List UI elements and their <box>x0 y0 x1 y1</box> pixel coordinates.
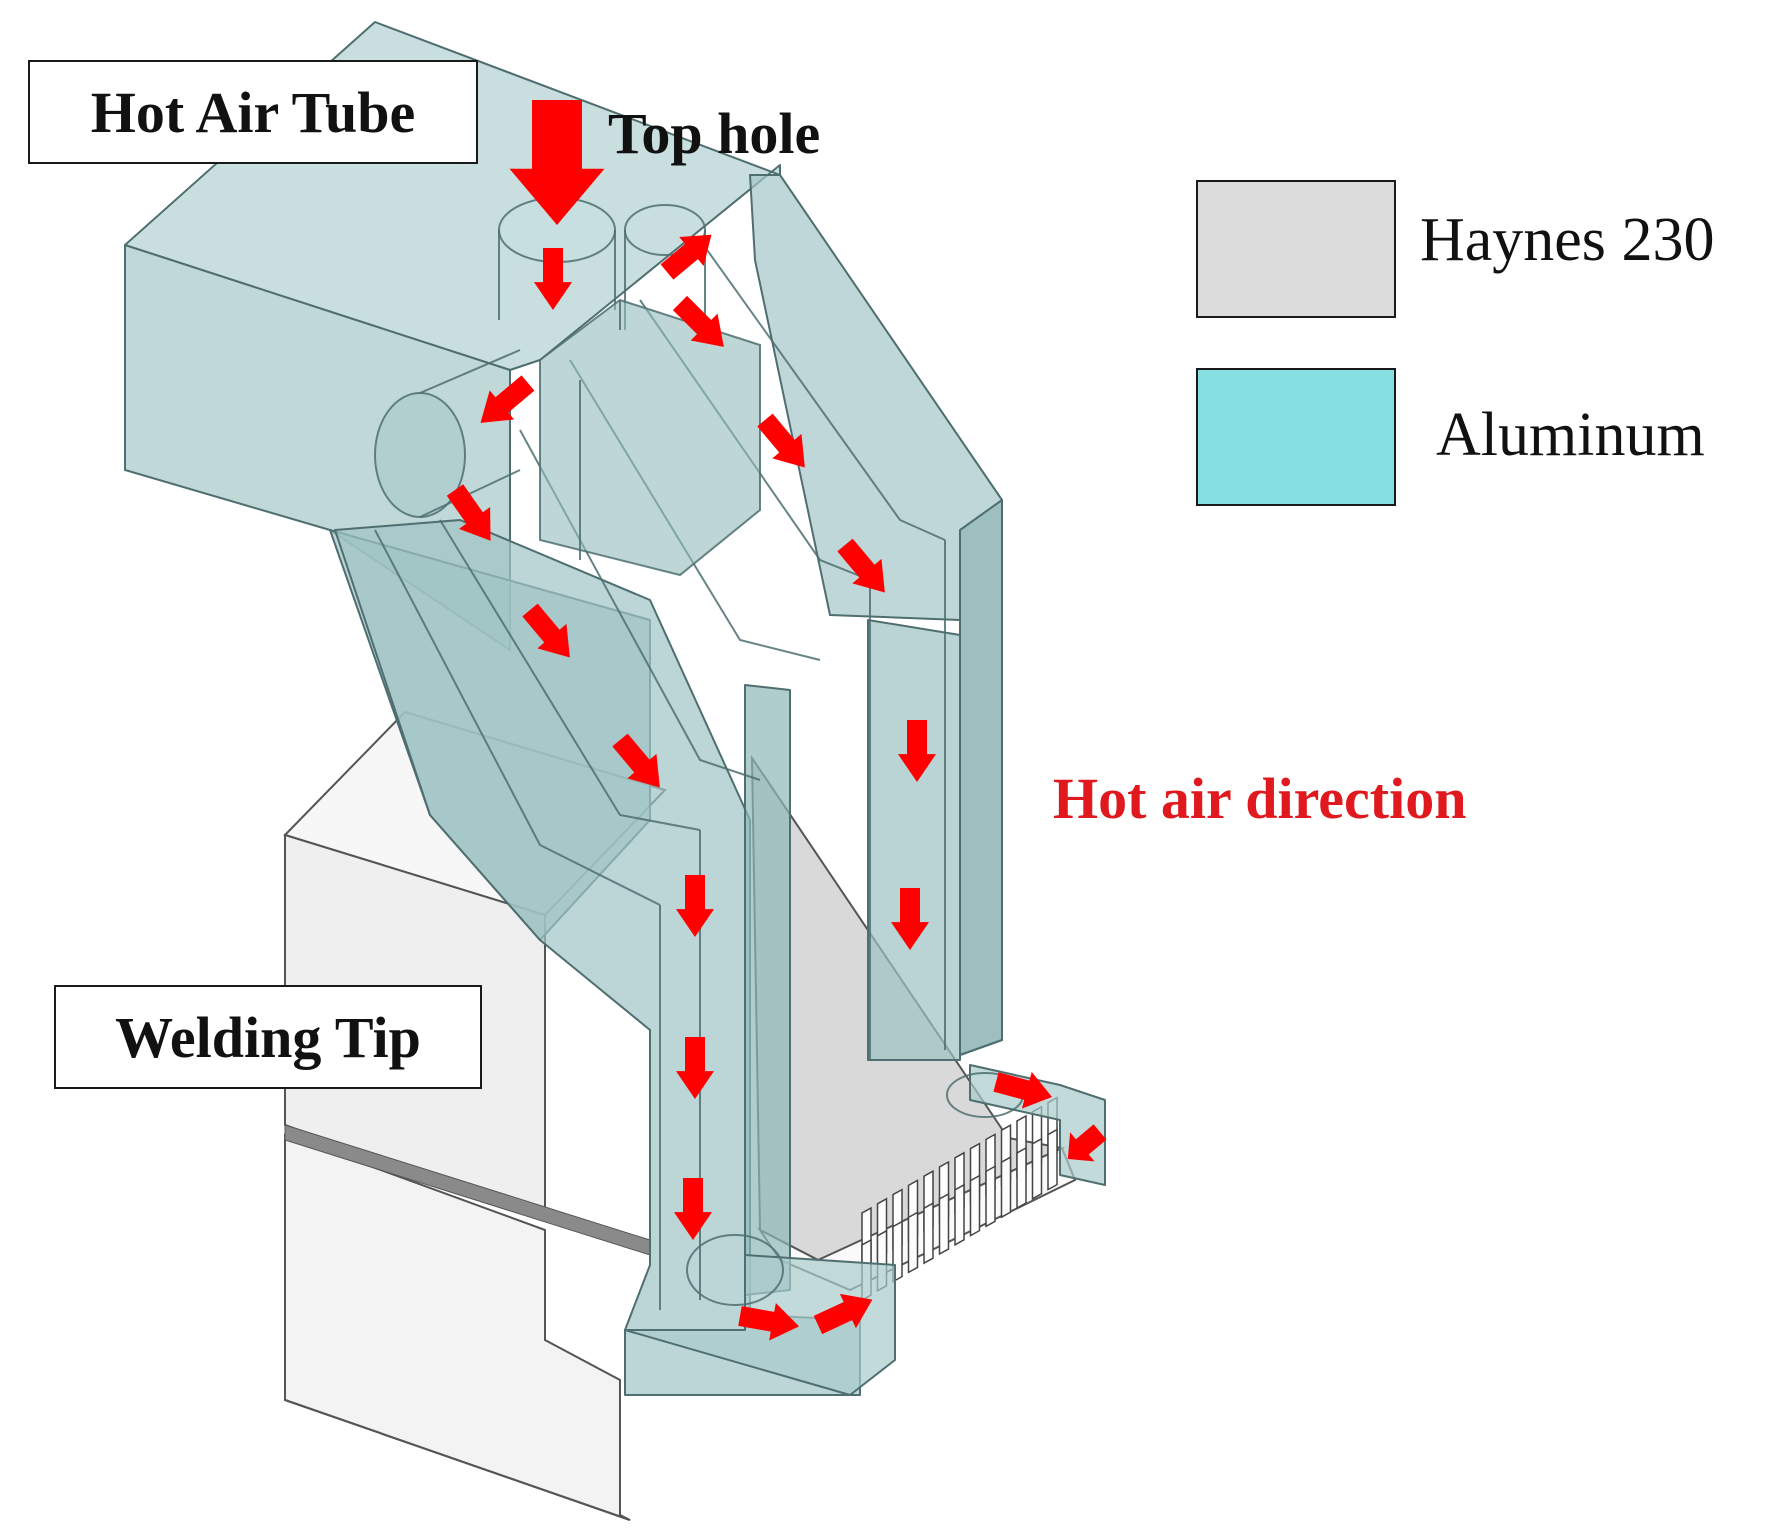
tube-right-channel <box>867 619 961 1061</box>
top-hole-label: Top hole <box>608 101 821 166</box>
tip-fin <box>1047 1128 1058 1191</box>
tip-fin <box>923 1201 934 1265</box>
flow-arrow-outlet-bottom-2-icon <box>813 1293 873 1335</box>
legend-swatch-aluminum <box>1196 368 1396 506</box>
hot-air-tube-label: Hot Air Tube <box>90 79 416 145</box>
tip-fin <box>1000 1155 1012 1219</box>
legend-label-haynes: Haynes 230 <box>1420 206 1715 274</box>
legend-label-aluminum: Aluminum <box>1436 401 1705 469</box>
hot-air-flow-arrows <box>446 100 1107 1341</box>
flow-arrow-outlet-right-1-icon <box>993 1071 1053 1109</box>
flow-arrow-diag-right-1-icon <box>757 413 805 468</box>
hot-air-direction-label: Hot air direction <box>1053 766 1467 831</box>
flow-arrow-diag-left-1-icon <box>522 603 570 658</box>
legend-swatch-haynes <box>1196 180 1396 318</box>
tube-right-chute-side <box>959 499 1003 1056</box>
welding-tip-callout: Welding Tip <box>54 985 482 1089</box>
tip-fin <box>938 1192 950 1256</box>
flow-arrow-right-down-2-icon <box>891 888 929 950</box>
flow-arrow-down-right-1-icon <box>672 295 724 347</box>
tip-fin <box>1031 1137 1043 1201</box>
tube-left-chute <box>334 519 861 1396</box>
flow-arrow-down-left-icon <box>480 375 535 423</box>
tip-fin <box>954 1183 965 1247</box>
flow-arrow-right-down-1-icon <box>898 720 936 782</box>
tip-fin <box>907 1211 919 1274</box>
tip-fin <box>1016 1146 1027 1210</box>
flow-arrow-left-down-1-icon <box>676 875 714 937</box>
flow-arrow-outlet-right-2-icon <box>1067 1124 1107 1162</box>
flow-arrow-outlet-bottom-1-icon <box>738 1303 800 1341</box>
flow-arrow-left-down-2-icon <box>676 1037 714 1099</box>
tip-fin <box>985 1165 996 1228</box>
flow-arrow-left-down-3-icon <box>674 1178 712 1240</box>
welding-tip-label: Welding Tip <box>115 1004 421 1070</box>
flow-arrow-down-1-icon <box>534 248 572 310</box>
flow-arrow-diag-right-2-icon <box>837 538 885 593</box>
hot-air-tube-callout: Hot Air Tube <box>28 60 478 164</box>
tip-fin <box>969 1174 981 1237</box>
flow-arrow-diag-left-2-icon <box>612 733 660 788</box>
inlet-arrow-big-icon <box>509 100 605 225</box>
flow-arrow-elbow-1-icon <box>446 484 491 541</box>
flow-arrow-up-right-icon <box>660 234 712 280</box>
